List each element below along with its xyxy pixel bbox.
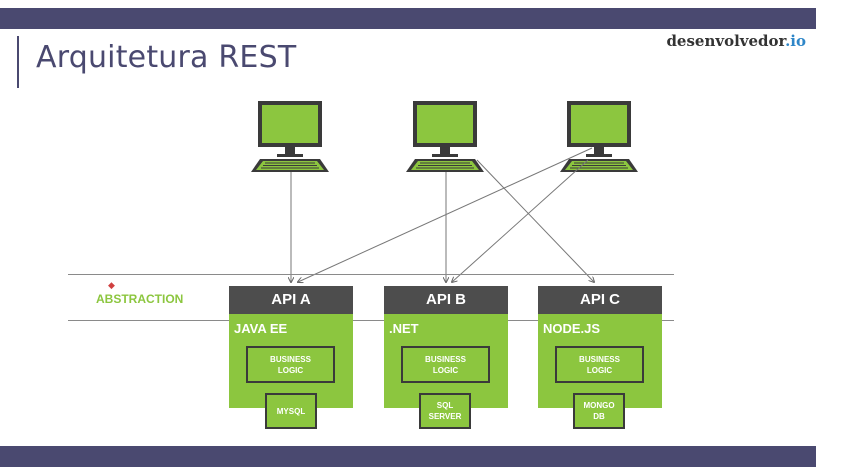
marker-dot: ◆ <box>108 280 115 290</box>
bottom-bar <box>0 446 816 467</box>
connector-pc3-api-b <box>452 159 589 282</box>
api-c-header: API C <box>538 286 662 314</box>
connector-pc3-api-a <box>298 147 593 282</box>
api-a-column: API A JAVA EE BUSINESS LOGIC <box>229 286 353 408</box>
title-rule <box>17 36 19 88</box>
api-a-header: API A <box>229 286 353 314</box>
api-c-business-logic: BUSINESS LOGIC <box>555 346 644 383</box>
api-c-db-text: MONGO DB <box>583 401 615 421</box>
top-bar <box>0 8 816 29</box>
abstraction-top-line <box>68 274 674 275</box>
api-b-column: API B .NET BUSINESS LOGIC <box>384 286 508 408</box>
api-c-database: MONGO DB <box>573 393 625 429</box>
client-computer-icon-2 <box>405 100 485 173</box>
api-a-business-logic: BUSINESS LOGIC <box>246 346 335 383</box>
abstraction-bottom-line <box>68 320 674 321</box>
api-a-db-text: MYSQL <box>276 406 306 416</box>
api-b-header: API B <box>384 286 508 314</box>
api-c-column: API C NODE.JS BUSINESS LOGIC <box>538 286 662 408</box>
api-c-logic-text: BUSINESS LOGIC <box>579 354 620 375</box>
api-b-database: SQL SERVER <box>419 393 471 429</box>
api-b-db-text: SQL SERVER <box>428 401 462 421</box>
api-b-business-logic: BUSINESS LOGIC <box>401 346 490 383</box>
api-a-tech: JAVA EE <box>234 321 288 336</box>
page-title: Arquitetura REST <box>36 40 297 75</box>
api-a-logic-text: BUSINESS LOGIC <box>270 354 311 375</box>
api-c-tech: NODE.JS <box>543 321 601 336</box>
brand-logo: desenvolvedor.io <box>666 32 806 50</box>
brand-name: desenvolvedor <box>666 32 786 50</box>
client-computer-icon-1 <box>250 100 330 173</box>
api-a-database: MYSQL <box>265 393 317 429</box>
api-b-tech: .NET <box>389 321 419 336</box>
brand-tld: .io <box>785 32 806 50</box>
abstraction-label: ABSTRACTION <box>96 292 184 306</box>
api-b-logic-text: BUSINESS LOGIC <box>425 354 466 375</box>
connector-pc2-api-c <box>476 159 594 282</box>
client-computer-icon-3 <box>559 100 639 173</box>
